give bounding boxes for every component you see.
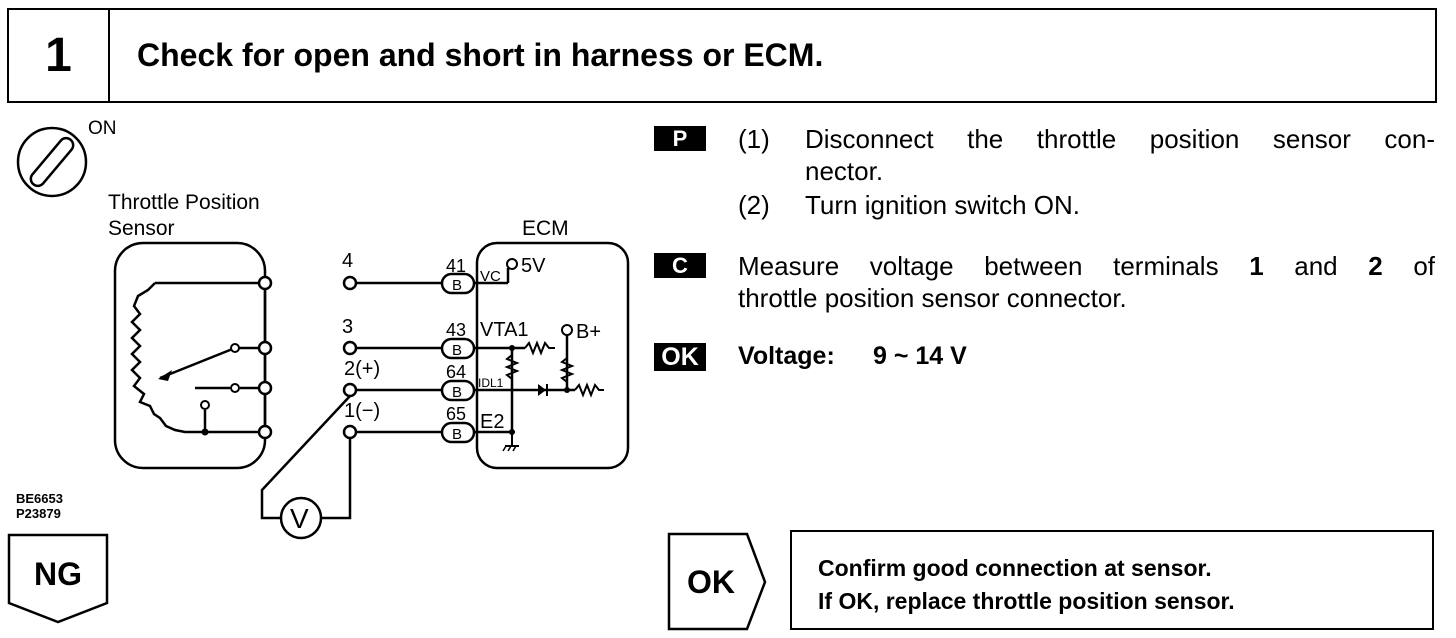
- sensor-terminal-1: 1(−): [344, 400, 380, 422]
- terminal-1: 1: [1249, 251, 1264, 281]
- ecm-pin-43: 43: [446, 320, 466, 340]
- ecm-internal-circuit: [474, 258, 604, 452]
- throttle-position-sensor: [113, 241, 273, 470]
- connector-b-43: B: [452, 342, 462, 359]
- figure-code-1: BE6653: [16, 491, 63, 506]
- step-header: 1 Check for open and short in harness or…: [7, 8, 1437, 103]
- step1-text-line1: Disconnect the throttle position sensor …: [805, 124, 1435, 154]
- terminal-2: 2: [1368, 251, 1383, 281]
- ecm-pin-41: 41: [446, 256, 466, 276]
- ecm-pin-64: 64: [446, 362, 466, 382]
- connector-b-65: B: [452, 426, 462, 443]
- sensor-label-line2: Sensor: [108, 217, 175, 240]
- ecm-signal-e2: E2: [480, 411, 504, 433]
- c-badge: C: [654, 253, 706, 278]
- ecm-pin-65: 65: [446, 404, 466, 424]
- ecm-signal-vta1: VTA1: [480, 319, 529, 341]
- connector-b-64: B: [452, 384, 462, 401]
- sensor-label-line1: Throttle Position: [108, 191, 260, 214]
- ok-action-line2: If OK, replace throttle position sensor.: [818, 588, 1235, 614]
- sensor-terminal-4: 4: [342, 250, 353, 272]
- ignition-on-label: ON: [88, 118, 117, 139]
- ok-action-box: Confirm good connection at sensor. If OK…: [790, 530, 1434, 630]
- voltmeter-label: V: [290, 503, 309, 534]
- ecm-signal-vc: VC: [480, 268, 501, 285]
- ok-action-line1: Confirm good connection at sensor.: [818, 555, 1212, 581]
- wiring-diagram: ON Throttle Position Sensor ECM: [16, 118, 630, 540]
- measure-line2: throttle position sensor connector.: [738, 283, 1127, 313]
- ecm-signal-idl1: IDL1: [478, 376, 504, 390]
- measure-line1: Measure voltage between terminals 1 and …: [738, 251, 1435, 282]
- ok-result-box: OK: [667, 532, 767, 631]
- step1-number: (1): [738, 124, 770, 154]
- ignition-switch-icon: [16, 126, 88, 198]
- harness-wires: [342, 275, 442, 440]
- step-number: 1: [9, 10, 110, 101]
- ecm-label: ECM: [522, 217, 569, 240]
- ecm-signal-5v: 5V: [521, 255, 546, 277]
- voltage-value: 9 ~ 14 V: [873, 342, 967, 370]
- measure-text: Measure voltage between terminals: [738, 251, 1250, 281]
- step1-text-line2: nector.: [805, 156, 884, 186]
- step2-number: (2): [738, 190, 770, 220]
- connector-b-41: B: [452, 277, 462, 294]
- ecm-box: [475, 241, 630, 470]
- ng-label: NG: [34, 556, 82, 592]
- voltage-label: Voltage:: [738, 342, 835, 370]
- step2-text: Turn ignition switch ON.: [805, 190, 1081, 220]
- figure-code-2: P23879: [16, 506, 61, 521]
- ok-spec-badge: OK: [654, 343, 706, 371]
- ecm-signal-b-plus: B+: [576, 321, 601, 343]
- ok-label: OK: [687, 564, 735, 600]
- measure-of: of: [1382, 251, 1436, 281]
- sensor-terminal-3: 3: [342, 316, 353, 338]
- sensor-terminal-2: 2(+): [344, 358, 380, 380]
- voltmeter: V: [260, 395, 352, 540]
- measure-and: and: [1263, 251, 1369, 281]
- step-title: Check for open and short in harness or E…: [137, 37, 824, 73]
- ng-result-box: NG: [7, 533, 109, 624]
- p-badge: P: [654, 126, 706, 151]
